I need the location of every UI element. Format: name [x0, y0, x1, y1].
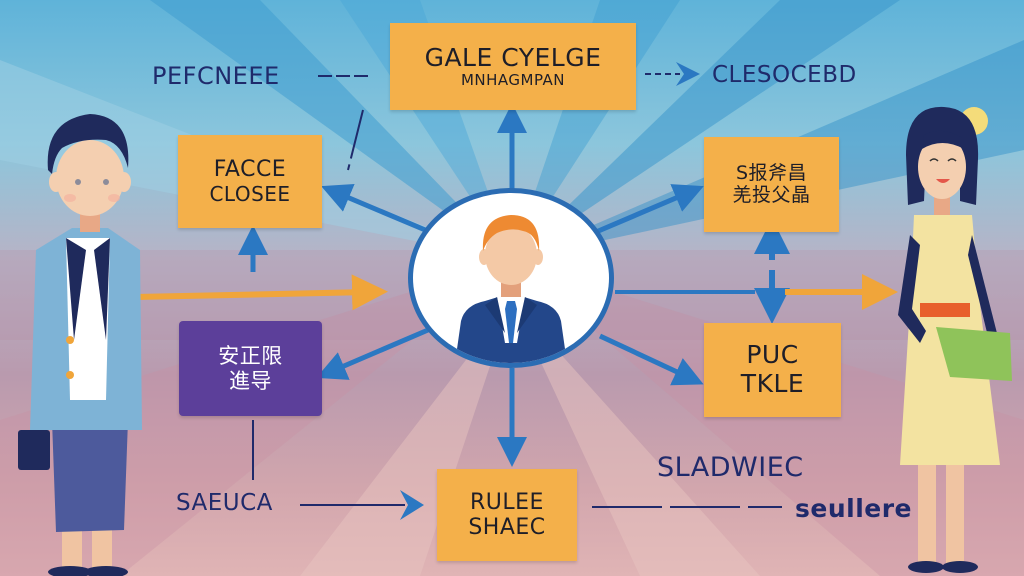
bottom-right-label-1: SLADWIEC — [657, 452, 804, 483]
center-hub — [408, 188, 614, 368]
bottom-right-label-2: seullere — [795, 494, 913, 523]
person-right-illustration — [898, 106, 1012, 573]
title-box: GALE CYELGE MNHAGMPAN — [390, 23, 636, 110]
bottom-box-line1: RULEE — [470, 489, 544, 515]
person-left-illustration — [18, 114, 142, 576]
left-lower-box-line2: 進导 — [229, 368, 272, 393]
left-upper-box-line2: CLOSEE — [209, 181, 291, 206]
bottom-box-line2: SHAEC — [468, 515, 546, 540]
right-lower-box-line1: PUC — [746, 340, 799, 370]
title-box-line2: MNHAGMPAN — [460, 71, 566, 90]
top-right-label: CLESOCEBD — [712, 62, 857, 88]
right-lower-box: PUC TKLE — [704, 323, 841, 417]
manager-avatar-icon — [455, 215, 567, 363]
title-box-line1: GALE CYELGE — [424, 42, 602, 72]
right-upper-box-line1: S报斧昌 — [735, 161, 808, 184]
left-lower-box-line1: 安正限 — [218, 344, 283, 369]
right-upper-box-line2: 羌投父晶 — [732, 183, 811, 206]
left-upper-box: FACCE CLOSEE — [178, 135, 322, 228]
bottom-box: RULEE SHAEC — [437, 469, 577, 561]
top-left-label: PEFCNEEE — [152, 62, 280, 90]
right-upper-box: S报斧昌 羌投父晶 — [704, 137, 839, 232]
left-upper-box-line1: FACCE — [213, 157, 287, 183]
left-lower-box: 安正限 進导 — [179, 321, 322, 416]
bottom-left-label: SAEUCA — [176, 490, 273, 516]
right-lower-box-line2: TKLE — [740, 369, 805, 398]
